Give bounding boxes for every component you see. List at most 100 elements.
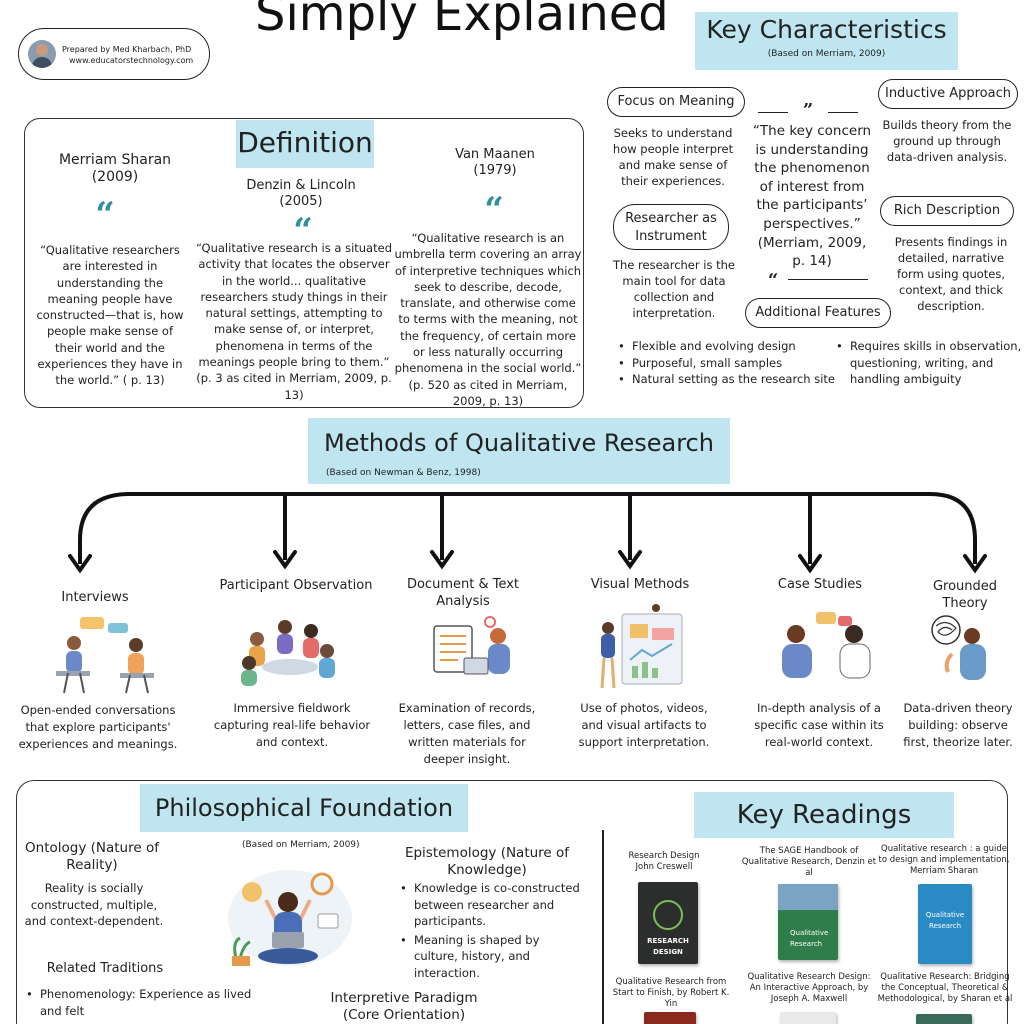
method-label-visual-methods: Visual Methods	[590, 577, 690, 592]
definition-heading: Definition	[236, 120, 374, 168]
vanmaanen-author: Van Maanen (1979)	[420, 147, 570, 179]
method-label-document-analysis: Document & Text Analysis	[406, 577, 520, 609]
arrowhead-icon	[68, 554, 92, 574]
book-cover-title: RESEARCH DESIGN	[647, 937, 689, 956]
denzin-author: Denzin & Lincoln (2005)	[226, 178, 376, 210]
denzin-year: (2005)	[279, 194, 323, 209]
researcher-instrument-text: The researcher is the main tool for data…	[613, 258, 735, 320]
method-text-case-studies: In-depth analysis of a specific case wit…	[754, 701, 884, 749]
book-caption-6: Qualitative Research: Bridging the Conce…	[877, 972, 1013, 1004]
feature-item: Natural setting as the research site	[618, 371, 858, 388]
merriam-name: Merriam Sharan	[58, 152, 172, 168]
methods-sub: (Based on Newman & Benz, 1998)	[326, 468, 481, 478]
merriam-year: (2009)	[91, 169, 139, 185]
philosophy-illustration	[228, 870, 352, 966]
book-cover-merriam-guide[interactable]: Qualitative Research	[918, 884, 972, 964]
focus-on-meaning-label: Focus on Meaning	[607, 87, 745, 117]
book-cover-sage-handbook[interactable]: Qualitative Research	[778, 884, 838, 960]
feature-item: Purposeful, small samples	[618, 355, 858, 372]
quote-divider-bottom	[758, 279, 868, 280]
merriam-author: Merriam Sharan (2009)	[40, 152, 190, 186]
document-analysis-illustration	[433, 616, 510, 675]
epistemology-item: Knowledge is co-constructed between rese…	[400, 880, 586, 930]
section-divider	[602, 830, 604, 1024]
method-text-visual-methods: Use of photos, videos, and visual artifa…	[578, 701, 710, 749]
quote-icon: “	[484, 190, 504, 230]
book-caption-1: Research Design John Creswell	[628, 851, 700, 872]
researcher-instrument-label: Researcher as Instrument	[613, 204, 729, 250]
book-cover-title: Qualitative Research	[925, 911, 965, 930]
arrowhead-icon	[618, 550, 642, 570]
book-caption-2: The SAGE Handbook of Qualitative Researc…	[741, 846, 877, 878]
book-caption-3: Qualitative research : a guide to design…	[878, 844, 1010, 876]
feature-item: Requires skills in observation, question…	[836, 338, 1022, 388]
grounded-theory-illustration	[931, 615, 986, 680]
epistemology-list: Knowledge is co-constructed between rese…	[400, 880, 586, 981]
philosophy-sub: (Based on Merriam, 2009)	[242, 840, 360, 850]
credit-line-2: www.educatorstechnology.com	[69, 56, 194, 65]
features-right-list: Requires skills in observation, question…	[836, 338, 1022, 388]
ontology-label: Ontology (Nature of Reality)	[25, 840, 159, 873]
method-text-interviews: Open-ended conversations that explore pa…	[18, 703, 178, 751]
book-cover-bridging[interactable]	[916, 1014, 972, 1024]
paradigm-label: Interpretive Paradigm (Core Orientation)	[330, 990, 478, 1023]
method-label-participant-observation: Participant Observation	[219, 578, 373, 593]
book-cover-yin[interactable]	[644, 1012, 696, 1024]
methods-heading: Methods of Qualitative Research	[308, 418, 730, 484]
credit-line-1: Prepared by Med Kharbach, PhD	[62, 45, 192, 54]
method-text-participant-observation: Immersive fieldwork capturing real-life …	[213, 701, 371, 749]
visual-methods-illustration	[600, 604, 683, 689]
epistemology-label: Epistemology (Nature of Knowledge)	[404, 845, 570, 878]
method-text-grounded-theory: Data-driven theory building: observe fir…	[903, 701, 1013, 749]
connector-bar	[78, 492, 977, 564]
inductive-approach-text: Builds theory from the ground up through…	[882, 118, 1012, 164]
rich-description-label: Rich Description	[880, 196, 1014, 226]
book-cover-art	[778, 884, 838, 910]
key-characteristics-sub: (Based on Merriam, 2009)	[767, 49, 886, 59]
rich-description-text: Presents findings in detailed, narrative…	[894, 235, 1008, 313]
arrowhead-icon	[273, 550, 297, 570]
vanmaanen-year: (1979)	[473, 163, 517, 178]
book-cover-research-design[interactable]: RESEARCH DESIGN	[638, 882, 698, 964]
method-label-grounded-theory: Grounded Theory	[932, 579, 998, 611]
features-left-list: Flexible and evolving design Purposeful,…	[618, 338, 858, 388]
arrowhead-icon	[798, 554, 822, 574]
quote-icon: ”	[788, 96, 828, 126]
philosophy-heading: Philosophical Foundation	[140, 784, 468, 832]
denzin-name: Denzin & Lincoln	[246, 178, 356, 193]
readings-heading: Key Readings	[694, 792, 954, 838]
methods-title: Methods of Qualitative Research	[324, 429, 714, 457]
arrowhead-icon	[430, 550, 454, 570]
vanmaanen-quote: “Qualitative research is an umbrella ter…	[394, 231, 582, 408]
author-avatar	[28, 40, 56, 68]
book-cover-title: Qualitative Research	[790, 929, 829, 948]
bottom-panel	[16, 780, 1008, 1024]
key-concern-quote: “The key concern is understanding the ph…	[752, 123, 872, 270]
epistemology-item: Meaning is shaped by culture, history, a…	[400, 932, 586, 982]
book-caption-5: Qualitative Research Design: An Interact…	[747, 972, 871, 1004]
merriam-quote: “Qualitative researchers are interested …	[36, 243, 184, 388]
quote-icon: “	[95, 195, 115, 235]
quote-icon: “	[293, 211, 313, 251]
book-cover-maxwell[interactable]	[780, 1012, 836, 1024]
key-characteristics-title: Key Characteristics	[706, 15, 947, 44]
method-text-document-analysis: Examination of records, letters, case fi…	[398, 701, 536, 766]
related-tradition-item: Phenomenology: Experience as lived and f…	[26, 986, 256, 1019]
definition-panel	[24, 118, 584, 408]
methods-connector	[68, 492, 987, 574]
interviews-illustration	[56, 617, 154, 694]
arrowhead-icon	[963, 554, 987, 574]
related-traditions-list: Phenomenology: Experience as lived and f…	[26, 986, 256, 1019]
book-cover-art	[653, 900, 683, 930]
ontology-text: Reality is socially constructed, multipl…	[24, 881, 164, 928]
method-label-case-studies: Case Studies	[777, 577, 863, 592]
researcher-instrument-text-label: Researcher as Instrument	[625, 211, 717, 244]
feature-item: Flexible and evolving design	[618, 338, 858, 355]
credit-badge: Prepared by Med Kharbach, PhD www.educat…	[18, 28, 210, 80]
quote-icon: “	[758, 266, 788, 296]
additional-features-label: Additional Features	[745, 298, 891, 328]
participant-observation-illustration	[241, 620, 335, 686]
method-label-interviews: Interviews	[61, 590, 129, 605]
key-characteristics-heading: Key Characteristics (Based on Merriam, 2…	[695, 12, 958, 70]
book-caption-4: Qualitative Research from Start to Finis…	[612, 977, 730, 1009]
